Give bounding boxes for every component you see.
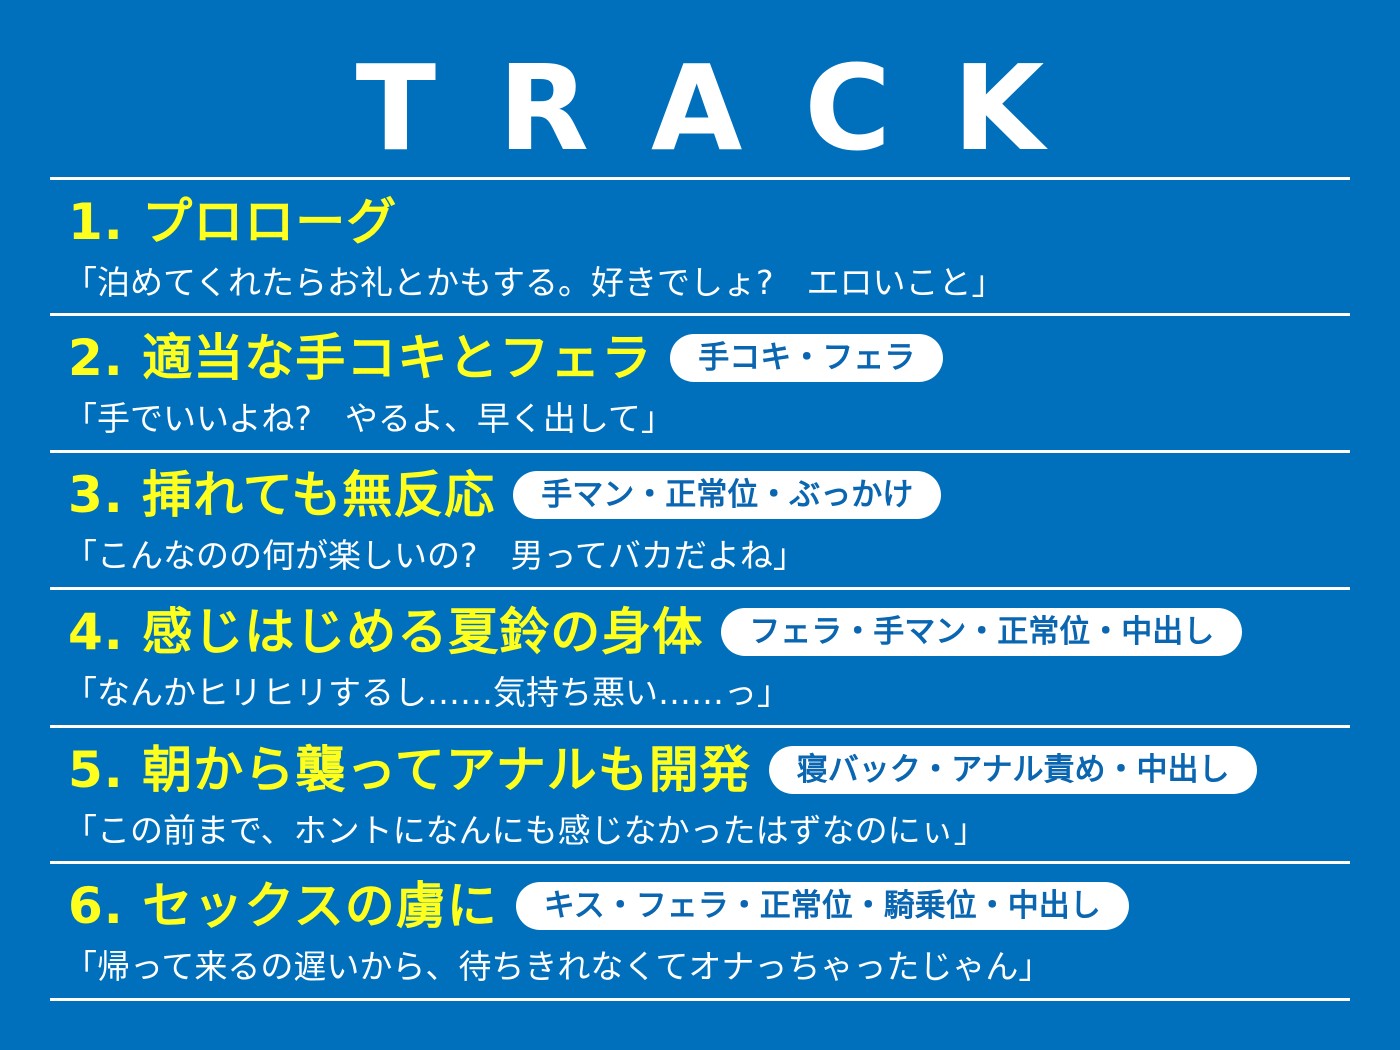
track-title: 2. 適当な手コキとフェラ (68, 329, 653, 387)
track-quote: 「なんかヒリヒリするし……気持ち悪い……っ」 (64, 673, 790, 712)
track-quote: 「こんなのの何が楽しいの? 男ってバカだよね」 (64, 536, 806, 575)
track-quote: 「この前まで、ホントになんにも感じなかったはずなのにぃ」 (64, 811, 987, 850)
track-quote: 「帰って来るの遅いから、待ちきれなくてオナっちゃったじゃん」 (64, 947, 1052, 986)
track-item-6: 6. セックスの虜に キス・フェラ・正常位・騎乗位・中出し 「帰って来るの遅いか… (64, 874, 1358, 992)
track-tags-badge: 手コキ・フェラ (670, 334, 944, 382)
divider (50, 450, 1350, 453)
track-title: 5. 朝から襲ってアナルも開発 (68, 741, 751, 799)
track-item-2: 2. 適当な手コキとフェラ 手コキ・フェラ 「手でいいよね? やるよ、早く出して… (64, 326, 1358, 444)
track-title: 1. プロローグ (68, 193, 398, 251)
track-title: 6. セックスの虜に (68, 877, 498, 935)
track-tags-badge: キス・フェラ・正常位・騎乗位・中出し (515, 882, 1129, 930)
track-item-4: 4. 感じはじめる夏鈴の身体 フェラ・手マン・正常位・中出し 「なんかヒリヒリす… (64, 600, 1358, 718)
divider (50, 725, 1350, 728)
track-item-3: 3. 挿れても無反応 手マン・正常位・ぶっかけ 「こんなのの何が楽しいの? 男っ… (64, 463, 1358, 581)
track-item-5: 5. 朝から襲ってアナルも開発 寝バック・アナル責め・中出し 「この前まで、ホン… (64, 738, 1358, 856)
page-title: TRACK (355, 39, 1107, 177)
divider (50, 313, 1350, 316)
divider (50, 587, 1350, 590)
divider (50, 177, 1350, 180)
divider (50, 998, 1350, 1001)
track-title: 3. 挿れても無反応 (68, 466, 496, 524)
track-tags-badge: フェラ・手マン・正常位・中出し (721, 608, 1243, 656)
track-tags-badge: 手マン・正常位・ぶっかけ (513, 471, 942, 519)
track-quote: 「泊めてくれたらお礼とかもする。好きでしょ? エロいこと」 (64, 263, 1005, 302)
track-title: 4. 感じはじめる夏鈴の身体 (68, 603, 704, 661)
track-quote: 「手でいいよね? やるよ、早く出して」 (64, 399, 674, 438)
track-tags-badge: 寝バック・アナル責め・中出し (768, 746, 1258, 794)
divider (50, 861, 1350, 864)
track-item-1: 1. プロローグ 「泊めてくれたらお礼とかもする。好きでしょ? エロいこと」 (64, 190, 1358, 308)
